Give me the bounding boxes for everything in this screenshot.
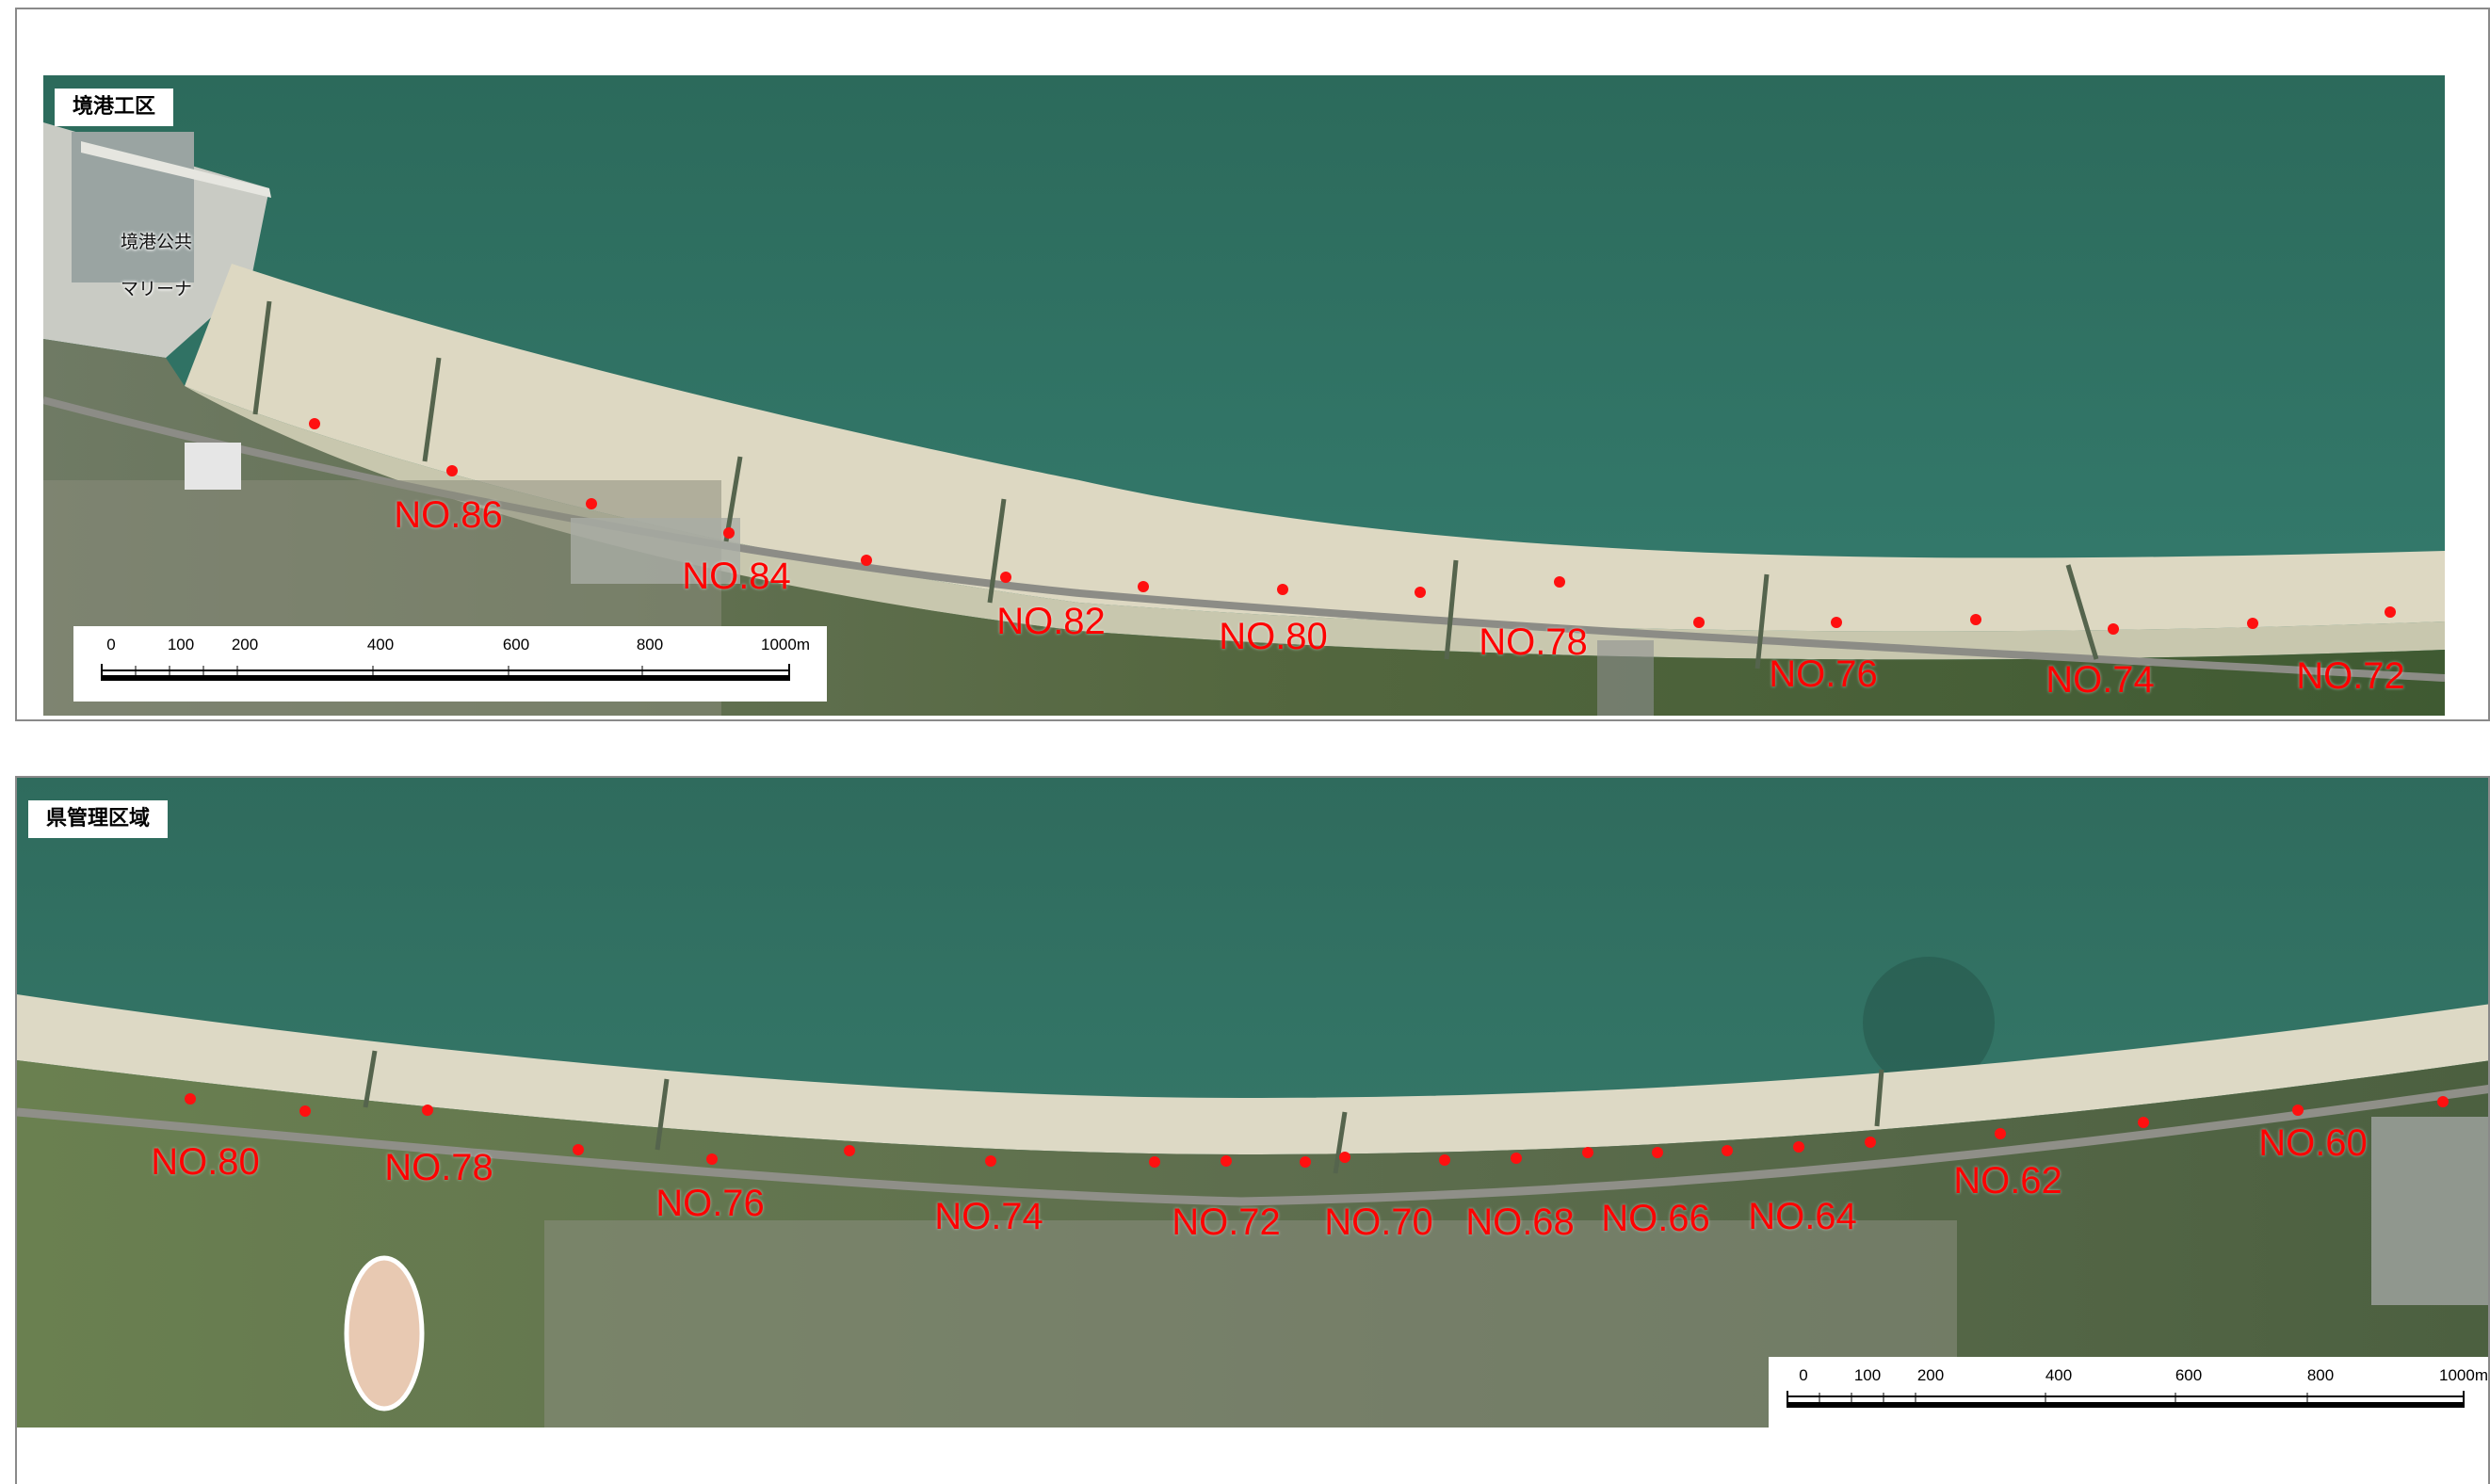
survey-point [299, 1105, 311, 1117]
scale-tick-label: 200 [231, 636, 259, 653]
survey-point [2247, 618, 2258, 629]
station-label: NO.86 [394, 494, 503, 536]
scale-tick-label: 0 [1799, 1366, 1808, 1384]
survey-point [446, 465, 458, 476]
map-panel-sakaiminato: 境港工区 境港公共 マリーナ NO.86 NO.84 NO.82 NO.80 N… [15, 8, 2490, 721]
station-label: NO.74 [2045, 659, 2155, 701]
scale-tick-label: 1000m [761, 636, 810, 653]
survey-point [1722, 1145, 1733, 1156]
scale-tick-label: 800 [636, 636, 664, 653]
station-label: NO.76 [655, 1183, 765, 1224]
station-label: NO.60 [2258, 1122, 2368, 1164]
station-label: NO.70 [1324, 1202, 1433, 1243]
station-label: NO.80 [1219, 616, 1328, 657]
station-label: NO.68 [1465, 1202, 1575, 1243]
survey-point [1970, 614, 1981, 625]
map-panel-prefecture: 県管理区域 NO.80 NO.78 NO.76 NO.74 NO.72 NO.7… [15, 776, 2490, 1484]
survey-point [2108, 623, 2119, 635]
scale-bar: 0 100 200 400 600 800 1000m [1769, 1357, 2488, 1434]
survey-point [1793, 1141, 1804, 1153]
scale-tick-label: 1000m [2439, 1366, 2488, 1384]
survey-point [309, 418, 320, 429]
scale-bar-graphic [1787, 1391, 2465, 1408]
survey-point [844, 1145, 855, 1156]
scale-tick-label: 400 [366, 636, 395, 653]
survey-point [723, 527, 735, 539]
survey-point [1831, 617, 1842, 628]
survey-point [1554, 576, 1565, 588]
scale-tick-label: 100 [167, 636, 195, 653]
survey-point [1277, 584, 1288, 595]
survey-point [573, 1144, 584, 1155]
aerial-photo-graphic [17, 778, 2488, 1428]
station-label: NO.76 [1769, 653, 1878, 695]
survey-point [706, 1153, 718, 1165]
scale-tick-label: 0 [106, 636, 116, 653]
survey-point [1865, 1137, 1876, 1148]
survey-point [1339, 1152, 1350, 1163]
survey-point [985, 1155, 996, 1167]
station-label: NO.66 [1601, 1198, 1710, 1239]
scale-tick-label: 600 [2175, 1366, 2203, 1384]
station-label: NO.78 [384, 1147, 493, 1188]
scale-tick-label: 100 [1853, 1366, 1882, 1384]
survey-point [1439, 1154, 1450, 1166]
survey-point [2437, 1096, 2449, 1107]
marina-label-line1: 境港公共 [121, 232, 193, 252]
station-label: NO.74 [934, 1196, 1043, 1237]
survey-point [1511, 1153, 1522, 1164]
survey-point [1221, 1155, 1232, 1167]
station-label: NO.62 [1953, 1160, 2062, 1202]
survey-point [861, 555, 872, 566]
survey-point [1138, 581, 1149, 592]
survey-point [1582, 1147, 1593, 1158]
station-label: NO.84 [682, 556, 791, 597]
survey-point [1415, 587, 1426, 598]
scale-tick-label: 600 [502, 636, 530, 653]
scale-tick-label: 400 [2045, 1366, 2073, 1384]
station-label: NO.80 [151, 1141, 260, 1183]
station-label: NO.72 [1172, 1202, 1281, 1243]
scale-tick-label: 200 [1916, 1366, 1945, 1384]
marina-label-line2: マリーナ [121, 279, 193, 299]
survey-point [1652, 1147, 1663, 1158]
survey-point [422, 1105, 433, 1116]
scale-bar: 0 100 200 400 600 800 1000m [73, 626, 827, 702]
area-label: 境港工区 [55, 89, 174, 126]
survey-point [586, 498, 597, 509]
area-label: 県管理区域 [28, 800, 169, 838]
aerial-photo-prefecture [17, 778, 2488, 1428]
scale-bar-graphic [101, 664, 790, 681]
survey-point [2385, 606, 2396, 618]
survey-point [2138, 1117, 2149, 1128]
survey-point [2292, 1105, 2304, 1116]
survey-point [1300, 1156, 1311, 1168]
station-label: NO.72 [2296, 655, 2405, 697]
survey-point [1995, 1128, 2006, 1139]
station-label: NO.82 [996, 601, 1106, 642]
survey-point [185, 1093, 196, 1105]
survey-point [1693, 617, 1705, 628]
survey-point [1000, 572, 1011, 583]
scale-tick-label: 800 [2306, 1366, 2335, 1384]
survey-point [1149, 1156, 1160, 1168]
station-label: NO.78 [1479, 621, 1588, 663]
station-label: NO.64 [1748, 1196, 1857, 1237]
